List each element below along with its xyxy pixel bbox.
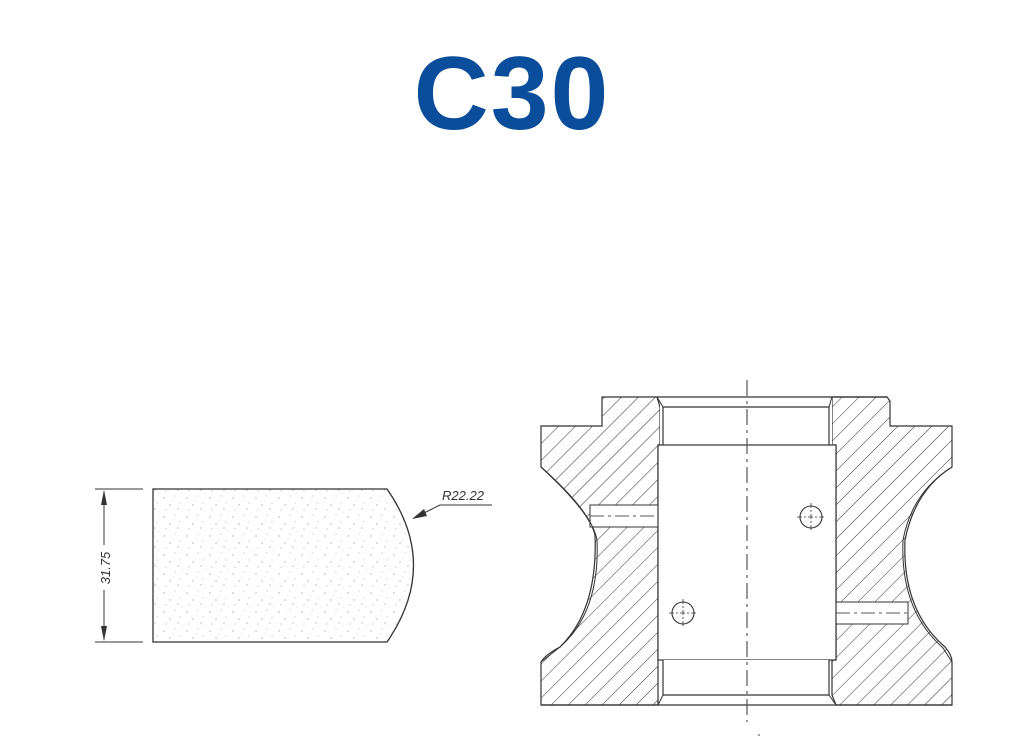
pin-hole-lower-icon [669,599,697,627]
arrow-up-icon [101,490,107,505]
left-section-body [540,396,661,706]
section-view [540,380,953,736]
pin-hole-upper-icon [797,503,825,531]
radius-callout-label: R22.22 [442,488,485,503]
product-code-title: C30 [413,36,611,152]
leader-arrow-icon [412,509,427,519]
profile-view: 31.75 R22.22 [95,488,492,643]
height-dimension-label: 31.75 [98,551,113,584]
wheel-profile-shape [152,488,415,643]
right-section-body [831,396,953,706]
arrow-down-icon [101,626,107,641]
